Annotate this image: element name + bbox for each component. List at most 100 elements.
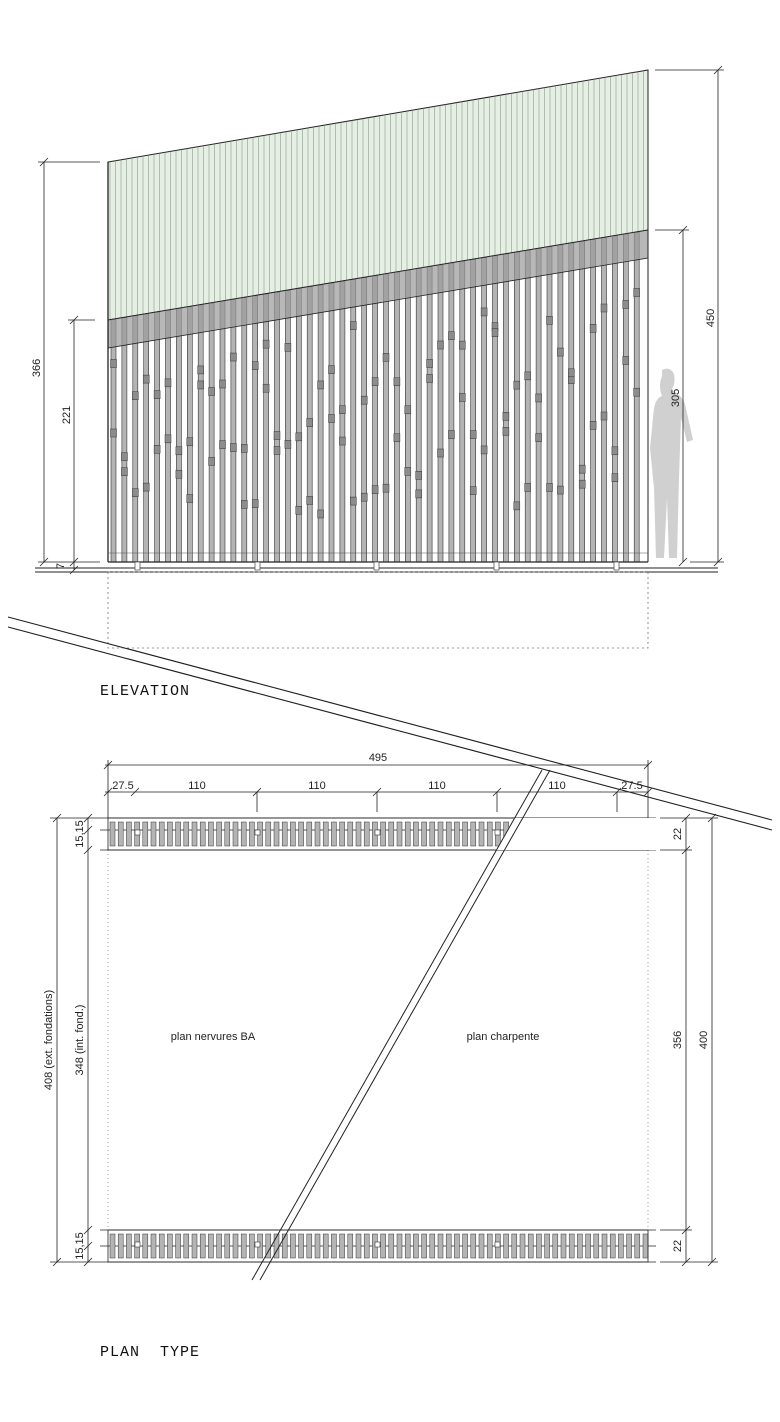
timber-slat — [492, 255, 498, 563]
plan-slat — [208, 1233, 214, 1259]
spacer-block — [437, 340, 444, 350]
spacer-block — [382, 483, 390, 493]
plan-slat — [437, 1233, 444, 1259]
spacer-block — [469, 486, 477, 495]
spacer-block — [491, 328, 499, 337]
timber-slat — [208, 302, 215, 563]
plan-title: PLAN TYPE — [100, 1344, 200, 1361]
timber-slat — [633, 232, 640, 563]
plan-slat — [265, 821, 272, 847]
spacer-block — [306, 418, 313, 427]
plan-slat — [503, 1233, 509, 1259]
spacer-block — [175, 446, 183, 456]
spacer-block — [284, 343, 292, 352]
timber-slat — [176, 308, 182, 563]
plan-slat — [404, 1233, 411, 1259]
spacer-block — [262, 339, 270, 349]
spacer-block — [382, 353, 390, 362]
plan-slats-bottom — [109, 1233, 649, 1259]
plan-slat — [536, 1233, 542, 1259]
spacer-block — [480, 307, 488, 317]
timber-slat — [503, 253, 509, 563]
spacer-block — [535, 433, 542, 442]
spacer-block — [132, 391, 139, 400]
spacer-block — [295, 505, 303, 515]
plan-slat — [486, 1233, 493, 1259]
plan-slat — [281, 821, 288, 847]
plan-slats-top — [109, 821, 649, 847]
spacer-block — [186, 437, 194, 447]
plan-slat — [232, 821, 239, 847]
plan-slat — [240, 821, 247, 847]
spacer-block — [295, 432, 303, 442]
spacer-block — [208, 457, 215, 466]
timber-slat — [590, 239, 596, 563]
spacer-block — [611, 446, 619, 456]
timber-slat — [622, 233, 629, 563]
plan-slat — [339, 1233, 345, 1259]
plan-slat — [191, 821, 198, 847]
cut-mask — [496, 818, 660, 850]
spacer-block — [142, 482, 150, 492]
spacer-block — [600, 303, 608, 313]
spacer-block — [317, 509, 324, 519]
posts — [134, 561, 620, 571]
spacer-block — [426, 374, 433, 383]
dim-400: 400 — [698, 1031, 710, 1049]
spacer-block — [459, 393, 466, 402]
dim-seg-4: 110 — [428, 780, 446, 792]
timber-slat — [154, 311, 160, 563]
timber-slat — [230, 299, 237, 563]
plan-slat — [421, 1233, 427, 1259]
plan-slat — [601, 1233, 608, 1259]
spacer-block — [611, 473, 619, 482]
plan-break-line — [251, 769, 551, 1281]
dim-7: 7 — [55, 563, 67, 569]
spacer-block — [469, 430, 477, 439]
plan-post — [494, 829, 501, 836]
timber-slat — [317, 284, 324, 563]
spacer-block — [633, 288, 640, 297]
plan-slat — [183, 1233, 190, 1259]
timber-slat — [568, 242, 575, 563]
plan-slat — [634, 1233, 641, 1259]
elevation-title: ELEVATION — [100, 683, 190, 700]
plan-slat — [191, 1233, 198, 1259]
timber-slat — [274, 291, 280, 563]
plan-slat — [249, 1233, 255, 1259]
plan-slat — [314, 1233, 321, 1259]
dim-408: 408 (ext. fondations) — [43, 990, 55, 1090]
spacer-block — [448, 430, 455, 439]
plan-slat — [142, 1233, 149, 1259]
spacer-block — [153, 390, 161, 399]
spacer-block — [219, 440, 226, 449]
dim-450: 450 — [705, 309, 717, 327]
plan-slat — [216, 821, 222, 847]
spacer-block — [164, 378, 172, 388]
timber-slat — [481, 257, 487, 563]
section-cut-line — [7, 616, 773, 831]
timber-slat — [535, 248, 542, 563]
spacer-block — [219, 379, 226, 389]
person-silhouette-icon — [650, 368, 693, 558]
plan-slat — [519, 1233, 526, 1259]
plan-slat — [167, 1233, 173, 1259]
spacer-block — [360, 395, 368, 405]
spacer-block — [339, 405, 346, 414]
plan-slat — [642, 1233, 649, 1259]
dim-seg-6: 27.5 — [621, 780, 642, 792]
spacer-block — [404, 467, 412, 476]
timber-slat — [557, 244, 564, 563]
plan-post — [134, 829, 141, 836]
plan-slat — [109, 1233, 116, 1259]
dim-495: 495 — [369, 752, 387, 764]
spacer-block — [404, 405, 412, 415]
plan-slat — [298, 1233, 304, 1259]
spacer-block — [589, 324, 597, 333]
plan-slat — [388, 821, 395, 847]
plan-slat — [273, 821, 280, 847]
spacer-block — [284, 440, 292, 449]
spacer-block — [437, 448, 444, 458]
upper-slats — [109, 70, 644, 320]
plan-slat — [339, 821, 345, 847]
